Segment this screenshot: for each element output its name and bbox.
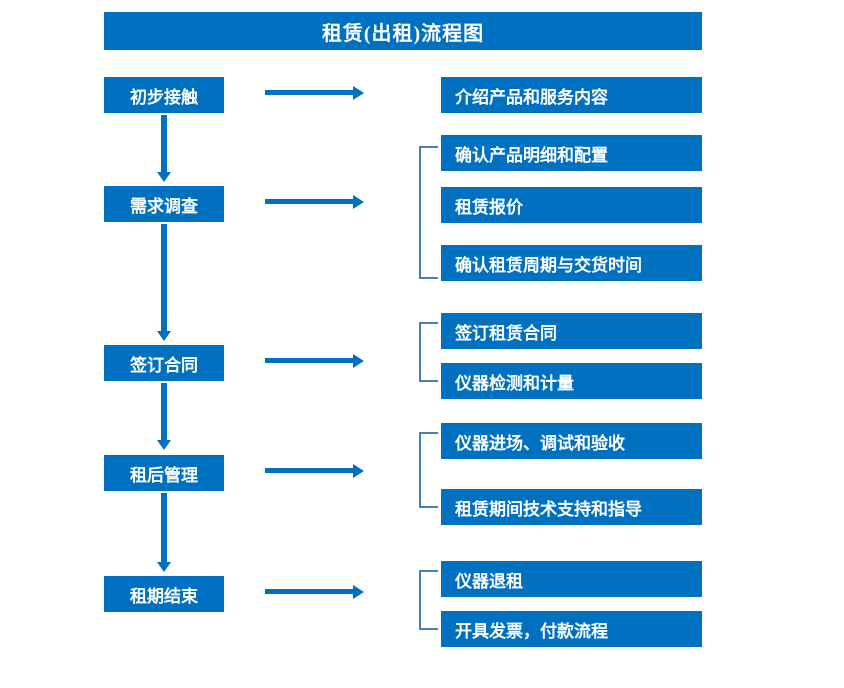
detail-box-2-2[interactable]: 租赁报价 <box>441 187 702 223</box>
stage-box-4[interactable]: 租后管理 <box>104 455 224 491</box>
flow-arrow-right-5 <box>265 589 353 594</box>
stage-box-5[interactable]: 租期结束 <box>104 576 224 612</box>
detail-box-5-2[interactable]: 开具发票，付款流程 <box>441 611 702 647</box>
flow-arrow-down-4 <box>161 493 167 563</box>
detail-box-2-3[interactable]: 确认租赁周期与交货时间 <box>441 245 702 281</box>
detail-box-5-1[interactable]: 仪器退租 <box>441 561 702 597</box>
stage-box-3[interactable]: 签订合同 <box>104 345 224 381</box>
flow-arrow-down-3 <box>161 383 167 441</box>
group-bracket-5 <box>419 570 438 630</box>
detail-box-1-1[interactable]: 介绍产品和服务内容 <box>441 77 702 113</box>
flow-arrow-right-3 <box>265 358 353 363</box>
group-bracket-2 <box>419 146 438 279</box>
flow-arrow-right-1 <box>265 90 353 95</box>
flow-arrow-right-4 <box>265 468 353 473</box>
detail-box-2-1[interactable]: 确认产品明细和配置 <box>441 135 702 171</box>
flow-arrow-down-2 <box>161 224 167 332</box>
diagram-title: 租赁(出租)流程图 <box>104 12 702 50</box>
detail-box-4-2[interactable]: 租赁期间技术支持和指导 <box>441 489 702 525</box>
stage-box-2[interactable]: 需求调查 <box>104 186 224 222</box>
detail-box-4-1[interactable]: 仪器进场、调试和验收 <box>441 423 702 459</box>
flow-arrow-right-2 <box>265 199 353 204</box>
group-bracket-4 <box>419 432 438 508</box>
flow-arrow-down-1 <box>161 115 167 173</box>
detail-box-3-2[interactable]: 仪器检测和计量 <box>441 363 702 399</box>
stage-box-1[interactable]: 初步接触 <box>104 77 224 113</box>
detail-box-3-1[interactable]: 签订租赁合同 <box>441 313 702 349</box>
group-bracket-3 <box>419 322 438 382</box>
